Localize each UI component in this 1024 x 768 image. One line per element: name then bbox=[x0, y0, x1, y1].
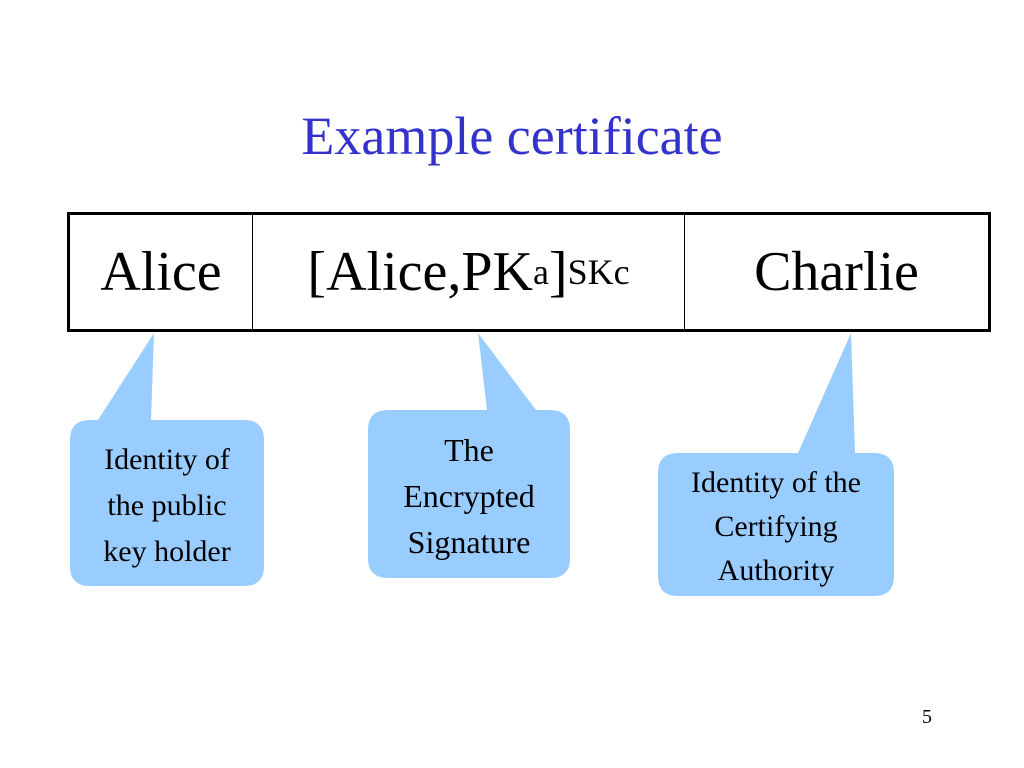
callout-line: The bbox=[444, 432, 494, 468]
callout-authority-text: Identity of the Certifying Authority bbox=[658, 461, 894, 593]
cert-authority-cell: Charlie bbox=[754, 241, 919, 303]
callout-authority-shape bbox=[658, 333, 894, 596]
callout-line: Signature bbox=[407, 524, 531, 560]
callout-line: Encrypted bbox=[403, 478, 535, 514]
callout-line: the public bbox=[107, 489, 227, 522]
callout-signature-text: The Encrypted Signature bbox=[368, 427, 570, 565]
callout-line: key holder bbox=[103, 535, 231, 568]
signature-prefix: [Alice,PK bbox=[307, 241, 533, 303]
signature-subscript-key: SKc bbox=[567, 252, 630, 292]
callout-signature-shape bbox=[368, 333, 570, 578]
signature-suffix: ] bbox=[548, 241, 568, 303]
cert-holder-cell: Alice bbox=[70, 215, 253, 329]
callout-holder-text: Identity of the public key holder bbox=[70, 437, 264, 575]
callout-holder-shape bbox=[70, 333, 264, 586]
callout-line: Authority bbox=[717, 554, 835, 587]
slide-title: Example certificate bbox=[301, 106, 723, 166]
callout-line: Identity of bbox=[104, 443, 230, 476]
signature-subscript-a: a bbox=[532, 252, 549, 292]
callout-line: Identity of the bbox=[691, 466, 861, 499]
callout-line: Certifying bbox=[714, 510, 838, 543]
page-number: 5 bbox=[922, 706, 932, 728]
